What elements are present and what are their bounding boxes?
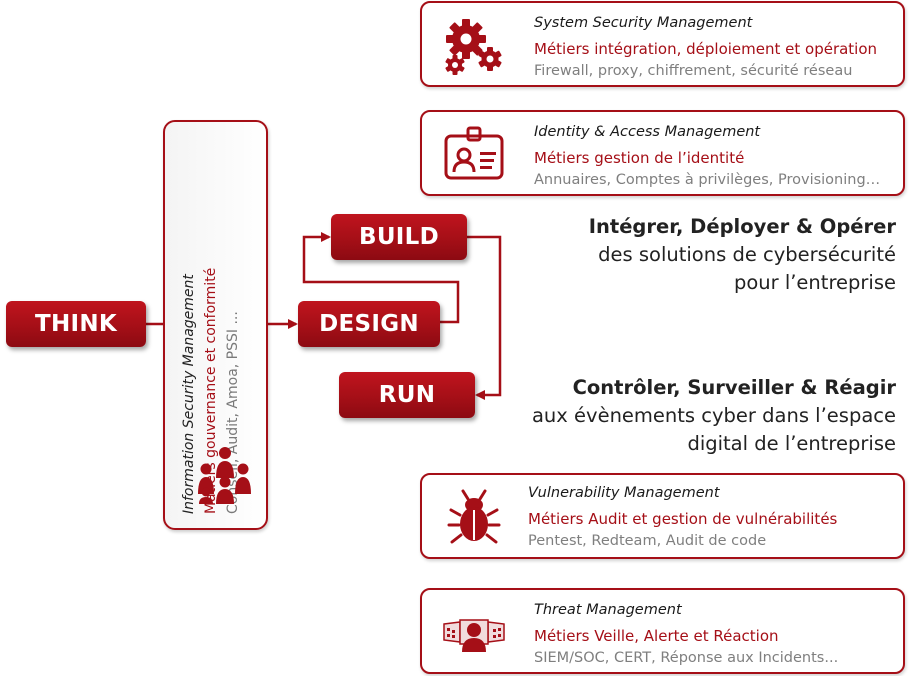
tm-box: Threat Management Métiers Veille, Alerte… — [420, 588, 905, 674]
run-phase: RUN — [339, 372, 475, 418]
id-badge-icon — [444, 126, 504, 180]
vm-metiers: Métiers Audit et gestion de vulnérabilit… — [528, 510, 838, 528]
iam-detail: Annuaires, Comptes à privilèges, Provisi… — [534, 172, 881, 188]
ssm-metiers: Métiers intégration, déploiement et opér… — [534, 40, 878, 58]
run-statement-line3: digital de l’entreprise — [687, 432, 896, 455]
gears-icon — [445, 19, 502, 75]
vm-detail: Pentest, Redteam, Audit de code — [528, 533, 767, 549]
tm-title: Threat Management — [534, 602, 682, 618]
ism-box — [163, 120, 268, 530]
design-to-build-line — [302, 232, 460, 324]
ssm-box: System Security Management Métiers intég… — [420, 1, 905, 87]
design-phase: DESIGN — [298, 301, 440, 347]
tm-detail: SIEM/SOC, CERT, Réponse aux Incidents... — [534, 650, 839, 666]
design-label: DESIGN — [319, 311, 419, 337]
build-statement-line3: pour l’entreprise — [733, 271, 896, 294]
ssm-detail: Firewall, proxy, chiffrement, sécurité r… — [534, 63, 853, 79]
monitoring-screens-icon — [443, 619, 505, 652]
ssm-title: System Security Management — [534, 15, 753, 31]
run-statement-line2: aux évènements cyber dans l’espace — [531, 404, 896, 427]
vm-title: Vulnerability Management — [528, 485, 720, 501]
build-statement: Intégrer, Déployer & Opérer des solution… — [589, 213, 896, 297]
run-label: RUN — [378, 382, 436, 408]
think-phase: THINK — [6, 301, 146, 347]
build-phase: BUILD — [331, 214, 467, 260]
build-label: BUILD — [358, 224, 439, 250]
bug-icon — [447, 489, 501, 544]
iam-box: Identity & Access Management Métiers ges… — [420, 110, 905, 196]
vm-box: Vulnerability Management Métiers Audit e… — [420, 473, 905, 559]
run-statement-title: Contrôler, Surveiller & Réagir — [572, 376, 896, 399]
iam-title: Identity & Access Management — [534, 124, 761, 140]
think-label: THINK — [34, 311, 118, 337]
iam-metiers: Métiers gestion de l’identité — [534, 149, 745, 167]
build-to-run-line — [467, 235, 502, 400]
build-statement-line2: des solutions de cybersécurité — [598, 243, 896, 266]
build-statement-title: Intégrer, Déployer & Opérer — [588, 215, 896, 238]
run-statement: Contrôler, Surveiller & Réagir aux évène… — [532, 374, 896, 458]
tm-metiers: Métiers Veille, Alerte et Réaction — [534, 627, 779, 645]
people-group-icon — [198, 447, 251, 504]
